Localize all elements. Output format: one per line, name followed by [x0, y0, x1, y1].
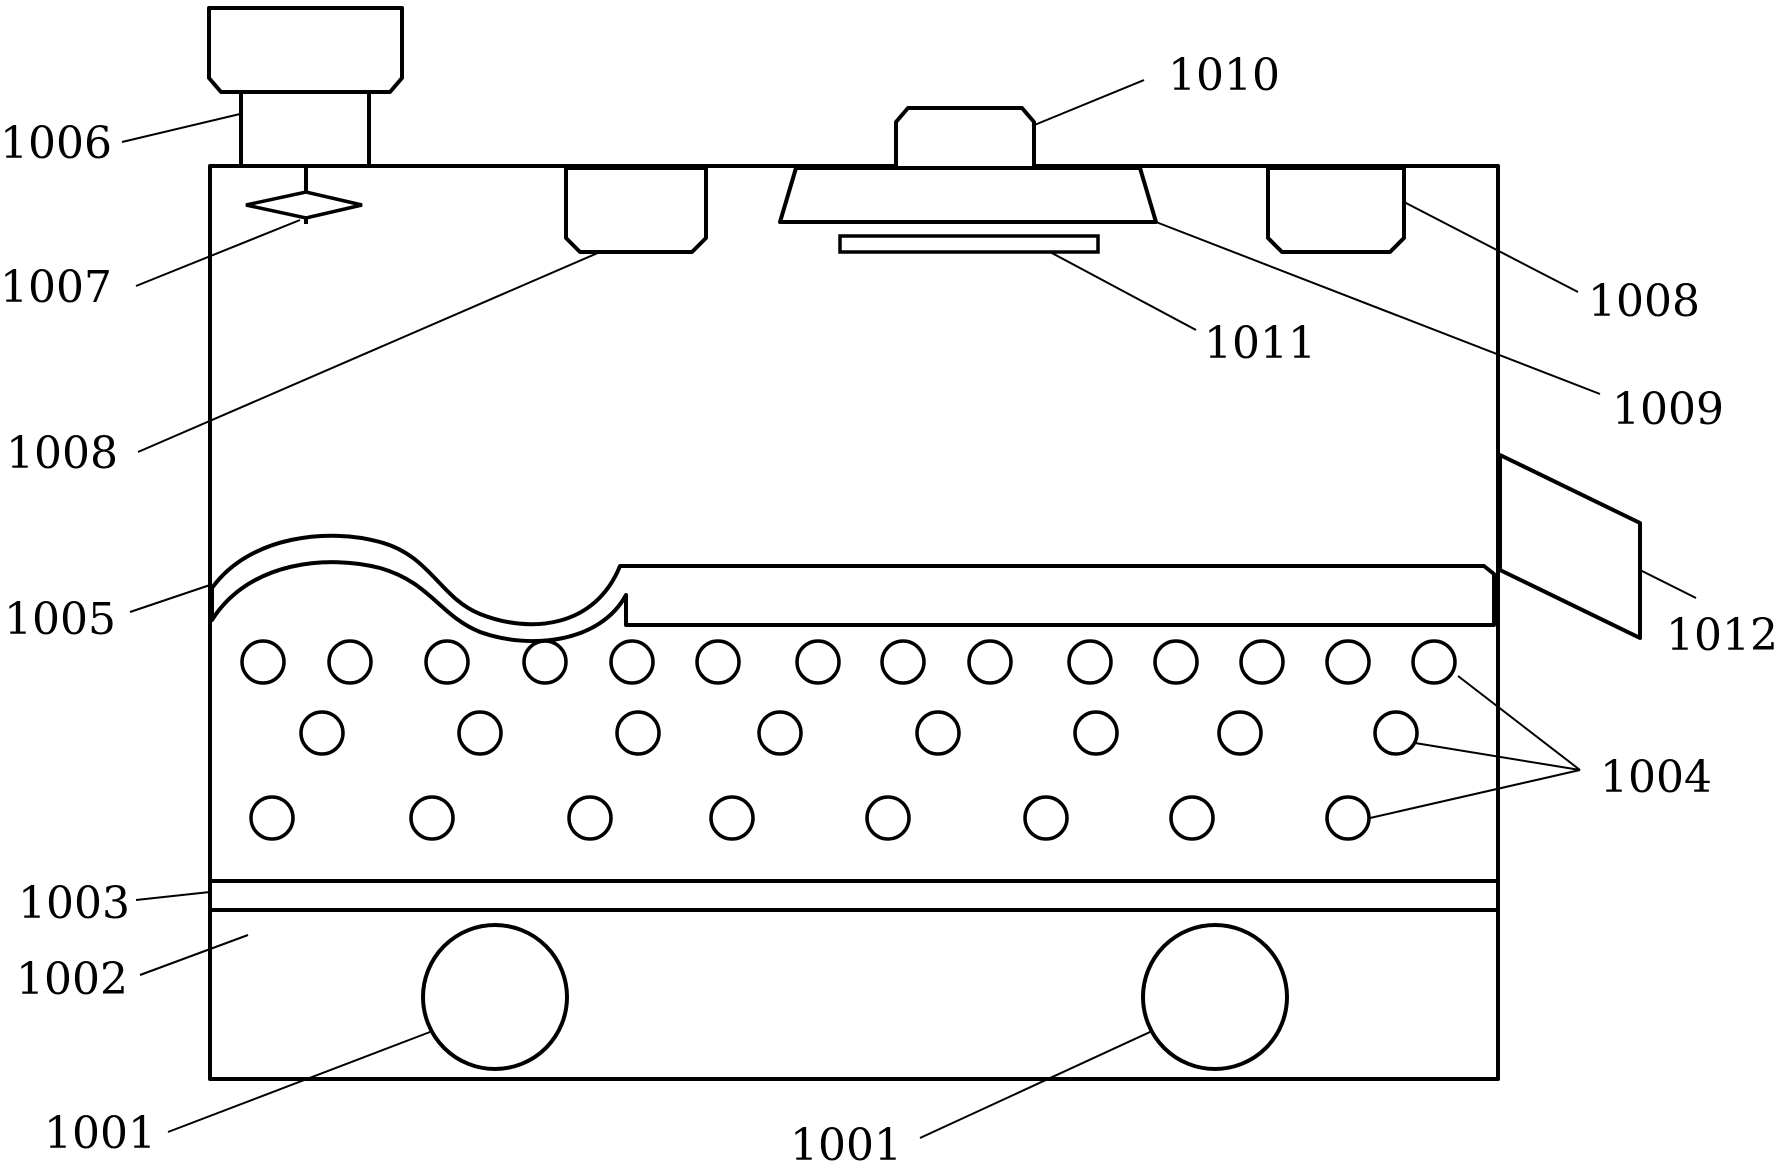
leader-1008-right — [1403, 201, 1579, 293]
wheel-right — [1141, 923, 1289, 1071]
leader-1011 — [1049, 251, 1197, 331]
particle — [967, 639, 1013, 685]
particle — [240, 639, 286, 685]
reference-labels: 1006 1007 1008 1010 1011 1008 1009 1012 … — [0, 50, 1778, 1167]
particle — [327, 639, 373, 685]
particle — [609, 639, 655, 685]
particle — [1373, 710, 1419, 756]
label-1001-left: 1001 — [44, 1108, 156, 1159]
label-1012: 1012 — [1666, 610, 1778, 661]
particle — [880, 639, 926, 685]
particle — [1073, 710, 1119, 756]
leader-1004-bottom — [1369, 769, 1581, 819]
particle-layer-1004 — [240, 639, 1457, 841]
leader-1012 — [1639, 569, 1697, 599]
particle — [695, 639, 741, 685]
leader-1010 — [1031, 79, 1145, 127]
particle — [915, 710, 961, 756]
label-1008-left: 1008 — [6, 428, 118, 479]
leader-1003 — [135, 891, 211, 901]
leader-1006 — [121, 113, 241, 143]
plate-1011 — [838, 234, 1100, 254]
label-1005: 1005 — [4, 594, 116, 645]
label-1009: 1009 — [1612, 384, 1724, 435]
leader-1005 — [129, 584, 211, 613]
particle — [1067, 639, 1113, 685]
component-1006-stem — [239, 90, 371, 168]
shelf-1005-outer — [210, 533, 1496, 643]
particle — [1169, 795, 1215, 841]
leader-lines — [121, 79, 1697, 1139]
label-1003: 1003 — [18, 878, 130, 929]
trapezoid-1009 — [778, 166, 1158, 224]
component-1006-cap — [207, 6, 404, 94]
particle — [424, 639, 470, 685]
particle — [795, 639, 841, 685]
particle — [615, 710, 661, 756]
particle — [299, 710, 345, 756]
label-1010: 1010 — [1168, 50, 1280, 101]
label-1007: 1007 — [0, 262, 112, 313]
leader-1001-left — [167, 1031, 431, 1133]
particle — [709, 795, 755, 841]
hood-1008-left — [564, 166, 708, 254]
leader-1002 — [139, 934, 249, 976]
agitator-1007-blade — [245, 190, 363, 220]
particle — [409, 795, 455, 841]
leader-1004-mid — [1414, 742, 1581, 771]
particle — [1325, 639, 1371, 685]
label-1002: 1002 — [16, 954, 128, 1005]
leader-1004-top — [1457, 675, 1581, 771]
label-1004: 1004 — [1600, 752, 1712, 803]
particle — [457, 710, 503, 756]
particle — [249, 795, 295, 841]
particle — [1217, 710, 1263, 756]
leader-1009 — [1155, 221, 1601, 395]
leader-1008-left — [137, 251, 601, 453]
particle — [1023, 795, 1069, 841]
particle — [1325, 795, 1371, 841]
particle — [1411, 639, 1457, 685]
label-1001-right: 1001 — [790, 1120, 902, 1167]
outlet-1012 — [1498, 453, 1642, 640]
particle — [1153, 639, 1199, 685]
particle — [757, 710, 803, 756]
leader-1007 — [135, 219, 301, 287]
hood-1008-right — [1266, 166, 1406, 254]
block-1010 — [894, 106, 1036, 170]
wheel-left — [421, 923, 569, 1071]
label-1006: 1006 — [0, 118, 112, 169]
particle — [1239, 639, 1285, 685]
particle — [865, 795, 911, 841]
label-1011: 1011 — [1204, 318, 1316, 369]
particle — [567, 795, 613, 841]
label-1008-right: 1008 — [1588, 276, 1700, 327]
leader-1001-right — [919, 1031, 1151, 1139]
particle — [522, 639, 568, 685]
